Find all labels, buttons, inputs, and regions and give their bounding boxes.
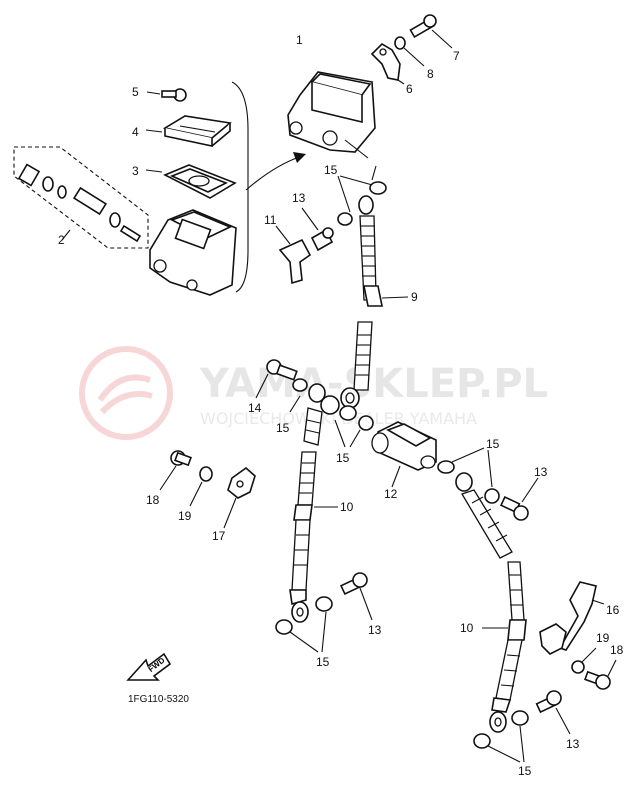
callout-12: 12: [384, 487, 398, 501]
part-diaphragm-3[interactable]: [145, 164, 237, 199]
callout-6: 6: [406, 82, 413, 96]
watermark-brand: YAMA-SKLEP.PL: [199, 361, 548, 407]
part-bolt-13-bottom[interactable]: [535, 690, 571, 735]
leader-15e-2: [321, 611, 327, 653]
leader-15c-2: [349, 429, 361, 448]
callout-10-right: 10: [460, 621, 474, 635]
callout-18-left: 18: [146, 493, 160, 507]
callout-labels: 1 2 3 4 5 6 7 8 9 10 10 11 12 13 13 13 1…: [58, 33, 624, 778]
part-clamp-17[interactable]: [223, 466, 256, 529]
left-lower-hose-assembly: [275, 451, 373, 653]
watermark-logo-mark: [97, 374, 153, 415]
leader-15d-2: [487, 449, 493, 488]
callout-15-bottom: 15: [518, 764, 532, 778]
callout-19-right: 19: [596, 631, 610, 645]
leader-15b: [289, 395, 301, 413]
part-brake-hose-10-left[interactable]: [289, 451, 338, 623]
assembly-arrowhead: [293, 152, 306, 163]
washer-15-left-1[interactable]: [275, 619, 293, 635]
callout-8: 8: [427, 67, 434, 81]
part-bracket-16[interactable]: [539, 581, 605, 655]
callout-5: 5: [132, 85, 139, 99]
leader-15f-1: [487, 745, 521, 763]
part-master-cylinder-body[interactable]: [149, 209, 237, 296]
callout-3: 3: [132, 164, 139, 178]
part-elbow-11[interactable]: [275, 225, 312, 285]
callout-19-left: 19: [178, 509, 192, 523]
part-washer-8[interactable]: [394, 36, 425, 67]
part-brake-hose-10-right[interactable]: [455, 472, 527, 733]
callout-15-right: 15: [486, 437, 500, 451]
part-bolt-14[interactable]: [255, 359, 298, 399]
callout-15-mid: 15: [336, 451, 350, 465]
middle-assembly: [255, 321, 539, 521]
callout-15-mid-left: 15: [276, 421, 290, 435]
washer-15-left-2[interactable]: [315, 596, 333, 612]
leader-15f-2: [519, 725, 525, 763]
callout-15-top: 15: [324, 163, 338, 177]
part-washer-19-right[interactable]: [571, 647, 597, 674]
callout-7: 7: [453, 49, 460, 63]
left-small-parts: [159, 450, 256, 529]
part-washer-19-left[interactable]: [189, 466, 213, 507]
leader-15a-2: [337, 175, 351, 213]
master-cylinder-kit-group: [13, 81, 306, 296]
callout-17: 17: [212, 529, 226, 543]
watermark: YAMA-SKLEP.PL WOJCIECHOWSKI DEALER YAMAH…: [79, 346, 548, 440]
washer-15-right-2[interactable]: [484, 488, 500, 504]
callout-13-left: 13: [368, 623, 382, 637]
callout-13-right: 13: [534, 465, 548, 479]
fwd-arrow-icon: FWD: [126, 652, 172, 681]
leader-15d-1: [451, 447, 485, 463]
washer-15-mid-1[interactable]: [292, 378, 308, 392]
leader-15a-1: [371, 165, 377, 181]
part-holder-6[interactable]: [370, 42, 405, 85]
washer-15-bottom-2[interactable]: [511, 710, 529, 726]
washer-15-top-1[interactable]: [369, 181, 387, 195]
part-piston-kit-2[interactable]: [13, 146, 149, 249]
callout-13-top: 13: [292, 191, 306, 205]
callout-15-left: 15: [316, 655, 330, 669]
part-bolt-13-left[interactable]: [339, 572, 373, 621]
part-bolt-18-right[interactable]: [584, 659, 617, 690]
callout-1: 1: [296, 33, 303, 47]
part-bolt-13-top[interactable]: [301, 207, 334, 252]
leader-15c-1: [334, 419, 346, 448]
callout-4: 4: [132, 125, 139, 139]
washer-15-mid-4[interactable]: [358, 415, 374, 431]
leader-15e-1: [289, 631, 319, 653]
part-bolt-18-left[interactable]: [159, 450, 192, 491]
right-lower-hose-assembly: [455, 472, 617, 763]
leader-15a-3: [339, 175, 377, 187]
master-cylinder-assembly: [287, 14, 453, 159]
washer-15-mid-3[interactable]: [339, 405, 357, 421]
callout-14: 14: [248, 401, 262, 415]
part-bolt-7[interactable]: [409, 14, 453, 49]
callout-16: 16: [606, 603, 620, 617]
washer-15-right-1[interactable]: [437, 460, 455, 474]
part-screw-5[interactable]: [146, 88, 187, 102]
part-brake-hose-9[interactable]: [358, 195, 409, 307]
group-bracket: [231, 81, 249, 293]
watermark-logo: [79, 346, 173, 440]
part-reservoir-cap-4[interactable]: [145, 115, 232, 147]
callout-13-bottom: 13: [566, 737, 580, 751]
watermark-subtitle: WOJCIECHOWSKI DEALER YAMAHA: [200, 409, 477, 428]
callout-18-right: 18: [610, 643, 624, 657]
diagram-part-code: 1FG110-5320: [128, 694, 189, 705]
part-joint-12[interactable]: [371, 421, 437, 488]
part-master-cylinder-1[interactable]: [287, 71, 376, 159]
washer-15-mid-2[interactable]: [308, 383, 326, 403]
callout-9: 9: [411, 290, 418, 304]
callout-2: 2: [58, 233, 65, 247]
part-bolt-13-right[interactable]: [499, 477, 539, 521]
assembly-arrow: [245, 155, 303, 191]
callout-11: 11: [264, 213, 277, 227]
washer-15-bottom-1[interactable]: [473, 733, 491, 749]
upper-hose-assembly: [275, 165, 409, 307]
callout-10-left: 10: [340, 500, 354, 514]
part-hose-left-top[interactable]: [303, 395, 340, 446]
washer-15-top-2[interactable]: [337, 212, 353, 226]
